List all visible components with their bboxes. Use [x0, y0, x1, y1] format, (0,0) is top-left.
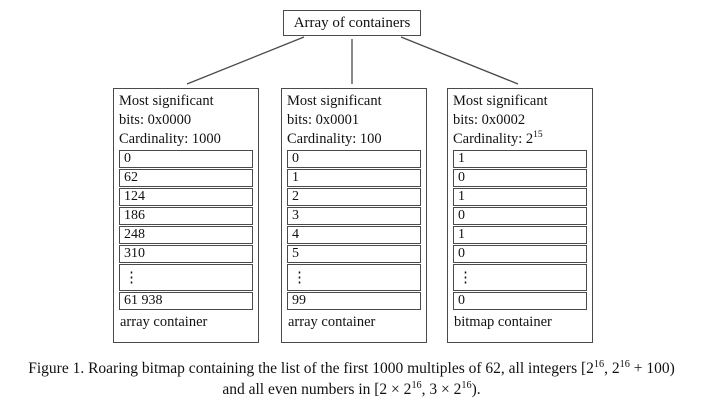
value-row: 3 [287, 207, 421, 225]
value-row: 99 [287, 292, 421, 310]
exponent: 16 [593, 358, 605, 370]
value-row: 248 [119, 226, 253, 244]
ellipsis-row: ⋮ [453, 264, 587, 291]
value-row: 0 [453, 292, 587, 310]
array-of-containers-label: Array of containers [293, 15, 411, 31]
value-row: 2 [287, 188, 421, 206]
cardinality-exponent: 15 [533, 129, 543, 141]
connector-line-right [400, 36, 519, 85]
container-header-line: Most significant [287, 93, 382, 109]
container-type-label: array container [120, 314, 208, 330]
value-row: 310 [119, 245, 253, 263]
value-row: 0 [119, 150, 253, 168]
array-of-containers-box: Array of containers [283, 10, 421, 36]
value-row: 0 [453, 207, 587, 225]
value-row: 0 [287, 150, 421, 168]
container-header-line: Most significant [119, 93, 214, 109]
exponent: 16 [461, 379, 472, 391]
ellipsis-row: ⋮ [287, 264, 421, 291]
container-cardinality: Cardinality: 100 [287, 131, 382, 147]
connector-line-left [186, 36, 305, 85]
container-box-0x0002: Most significant bits: 0x0002 Cardinalit… [447, 88, 593, 343]
container-header-line: Most significant [453, 93, 548, 109]
container-cardinality: Cardinality: 215 [453, 129, 543, 147]
value-row: 5 [287, 245, 421, 263]
value-row: 0 [453, 245, 587, 263]
exponent: 16 [619, 358, 630, 370]
container-box-0x0001: Most significant bits: 0x0001 Cardinalit… [281, 88, 427, 343]
value-row: 61 938 [119, 292, 253, 310]
value-row: 1 [287, 169, 421, 187]
value-row: 4 [287, 226, 421, 244]
container-header-line: bits: 0x0000 [119, 112, 192, 128]
ellipsis-row: ⋮ [119, 264, 253, 291]
value-row: 124 [119, 188, 253, 206]
container-type-label: bitmap container [454, 314, 552, 330]
value-row: 62 [119, 169, 253, 187]
value-row: 0 [453, 169, 587, 187]
container-type-label: array container [288, 314, 376, 330]
container-cardinality: Cardinality: 1000 [119, 131, 221, 147]
exponent: 16 [411, 379, 422, 391]
value-row: 1 [453, 226, 587, 244]
container-header-line: bits: 0x0001 [287, 112, 360, 128]
container-header-line: bits: 0x0002 [453, 112, 526, 128]
figure-caption: Figure 1. Roaring bitmap containing the … [0, 358, 703, 400]
figure-caption-line-2: and all even numbers in [2 × 216, 3 × 21… [222, 379, 481, 398]
container-box-0x0000: Most significant bits: 0x0000 Cardinalit… [113, 88, 259, 343]
figure-caption-line-1: Figure 1. Roaring bitmap containing the … [28, 358, 675, 377]
value-row: 1 [453, 150, 587, 168]
value-row: 186 [119, 207, 253, 225]
value-row: 1 [453, 188, 587, 206]
